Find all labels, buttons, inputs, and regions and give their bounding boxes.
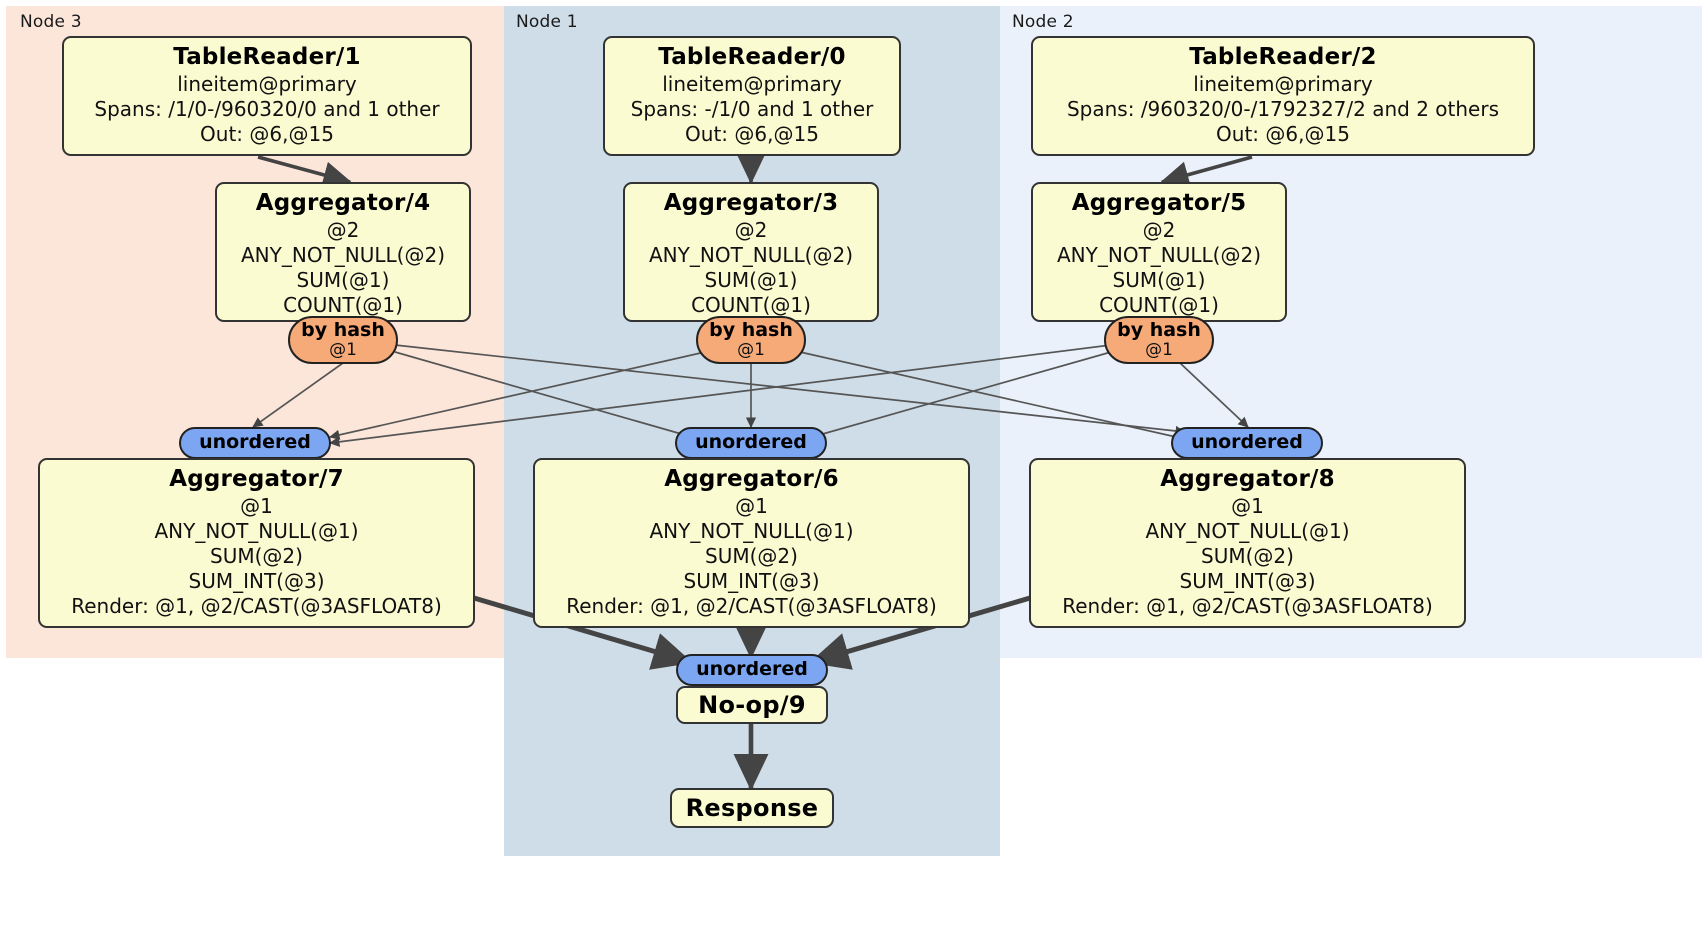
processor-detail: Spans: -/1/0 and 1 other	[630, 96, 874, 121]
processor-title: TableReader/1	[173, 44, 361, 70]
processor-detail: Spans: /960320/0-/1792327/2 and 2 others	[1066, 96, 1499, 121]
processor-detail: Spans: /1/0-/960320/0 and 1 other	[94, 96, 440, 121]
processor-detail: SUM_INT(@3)	[1179, 569, 1316, 594]
router-column: @1	[1145, 340, 1173, 361]
processor-detail: SUM_INT(@3)	[188, 569, 325, 594]
synchronizer-label: unordered	[199, 431, 311, 454]
processor-table-reader-0[interactable]: TableReader/0 lineitem@primary Spans: -/…	[603, 36, 901, 156]
node-label-node1: Node 1	[516, 12, 578, 32]
processor-aggregator-5[interactable]: Aggregator/5 @2 ANY_NOT_NULL(@2) SUM(@1)…	[1031, 182, 1287, 322]
router-label: by hash	[301, 318, 385, 341]
processor-detail: SUM(@1)	[1112, 267, 1206, 292]
synchronizer-unordered-aggregator-8[interactable]: unordered	[1171, 427, 1323, 459]
processor-title: TableReader/0	[658, 44, 846, 70]
processor-aggregator-4[interactable]: Aggregator/4 @2 ANY_NOT_NULL(@2) SUM(@1)…	[215, 182, 471, 322]
router-label: by hash	[1117, 318, 1201, 341]
processor-detail: ANY_NOT_NULL(@1)	[1145, 518, 1350, 543]
synchronizer-label: unordered	[695, 431, 807, 454]
processor-title: TableReader/2	[1189, 44, 1377, 70]
processor-title: Aggregator/4	[255, 190, 431, 216]
node-label-node3: Node 3	[20, 12, 82, 32]
processor-detail: SUM_INT(@3)	[683, 569, 820, 594]
processor-aggregator-8[interactable]: Aggregator/8 @1 ANY_NOT_NULL(@1) SUM(@2)…	[1029, 458, 1466, 628]
router-column: @1	[737, 340, 765, 361]
processor-render: Render: @1, @2/CAST(@3ASFLOAT8)	[566, 594, 937, 619]
processor-detail: SUM(@2)	[705, 543, 798, 568]
processor-detail: @2	[1142, 217, 1176, 242]
processor-detail: @2	[734, 217, 768, 242]
synchronizer-unordered-aggregator-6[interactable]: unordered	[675, 427, 827, 459]
processor-aggregator-3[interactable]: Aggregator/3 @2 ANY_NOT_NULL(@2) SUM(@1)…	[623, 182, 879, 322]
processor-title: Aggregator/7	[169, 466, 344, 492]
processor-detail: ANY_NOT_NULL(@1)	[154, 518, 359, 543]
processor-title: Aggregator/8	[1160, 466, 1335, 492]
processor-detail: @1	[240, 493, 273, 518]
processor-detail: @1	[1231, 493, 1264, 518]
processor-detail: ANY_NOT_NULL(@2)	[1057, 242, 1261, 267]
processor-detail: lineitem@primary	[1193, 71, 1373, 96]
processor-title: No-op/9	[698, 691, 806, 719]
processor-detail: SUM(@1)	[704, 267, 798, 292]
processor-detail: Out: @6,@15	[685, 121, 819, 146]
router-by-hash-aggregator-3[interactable]: by hash @1	[696, 316, 806, 364]
processor-title: Aggregator/5	[1071, 190, 1247, 216]
processor-detail: @2	[326, 217, 360, 242]
processor-detail: SUM(@2)	[1201, 543, 1294, 568]
processor-detail: ANY_NOT_NULL(@1)	[649, 518, 854, 543]
router-column: @1	[329, 340, 357, 361]
processor-detail: Out: @6,@15	[1216, 121, 1350, 146]
processor-aggregator-7[interactable]: Aggregator/7 @1 ANY_NOT_NULL(@1) SUM(@2)…	[38, 458, 475, 628]
synchronizer-label: unordered	[696, 658, 808, 681]
processor-detail: lineitem@primary	[662, 71, 842, 96]
router-by-hash-aggregator-4[interactable]: by hash @1	[288, 316, 398, 364]
processor-detail: ANY_NOT_NULL(@2)	[241, 242, 445, 267]
processor-render: Render: @1, @2/CAST(@3ASFLOAT8)	[1062, 594, 1433, 619]
node-label-node2: Node 2	[1012, 12, 1074, 32]
processor-table-reader-1[interactable]: TableReader/1 lineitem@primary Spans: /1…	[62, 36, 472, 156]
synchronizer-unordered-final[interactable]: unordered	[676, 654, 828, 686]
processor-detail: lineitem@primary	[177, 71, 357, 96]
router-by-hash-aggregator-5[interactable]: by hash @1	[1104, 316, 1214, 364]
processor-detail: COUNT(@1)	[691, 293, 811, 318]
processor-title: Response	[685, 794, 819, 822]
processor-no-op-9[interactable]: No-op/9	[676, 686, 828, 724]
processor-title: Aggregator/6	[664, 466, 839, 492]
processor-detail: Out: @6,@15	[200, 121, 334, 146]
synchronizer-label: unordered	[1191, 431, 1303, 454]
processor-title: Aggregator/3	[663, 190, 839, 216]
processor-detail: ANY_NOT_NULL(@2)	[649, 242, 853, 267]
processor-render: Render: @1, @2/CAST(@3ASFLOAT8)	[71, 594, 442, 619]
processor-table-reader-2[interactable]: TableReader/2 lineitem@primary Spans: /9…	[1031, 36, 1535, 156]
processor-detail: COUNT(@1)	[283, 293, 403, 318]
synchronizer-unordered-aggregator-7[interactable]: unordered	[179, 427, 331, 459]
processor-aggregator-6[interactable]: Aggregator/6 @1 ANY_NOT_NULL(@1) SUM(@2)…	[533, 458, 970, 628]
router-label: by hash	[709, 318, 793, 341]
processor-detail: @1	[735, 493, 768, 518]
processor-detail: SUM(@1)	[296, 267, 390, 292]
processor-detail: COUNT(@1)	[1099, 293, 1219, 318]
processor-response[interactable]: Response	[670, 788, 834, 828]
processor-detail: SUM(@2)	[210, 543, 303, 568]
